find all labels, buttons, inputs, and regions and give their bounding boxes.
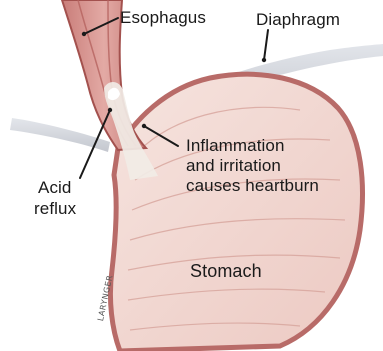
stomach-body: [110, 74, 362, 351]
diaphragm-left: [10, 118, 110, 152]
label-inflammation-line1: Inflammation: [186, 136, 285, 155]
label-stomach: Stomach: [190, 262, 262, 281]
label-reflux: reflux: [34, 199, 76, 218]
label-diaphragm: Diaphragm: [256, 10, 340, 29]
label-esophagus: Esophagus: [120, 8, 206, 27]
label-acid: Acid: [38, 178, 71, 197]
label-inflammation-line3: causes heartburn: [186, 176, 319, 195]
label-inflammation-line2: and irritation: [186, 156, 281, 175]
